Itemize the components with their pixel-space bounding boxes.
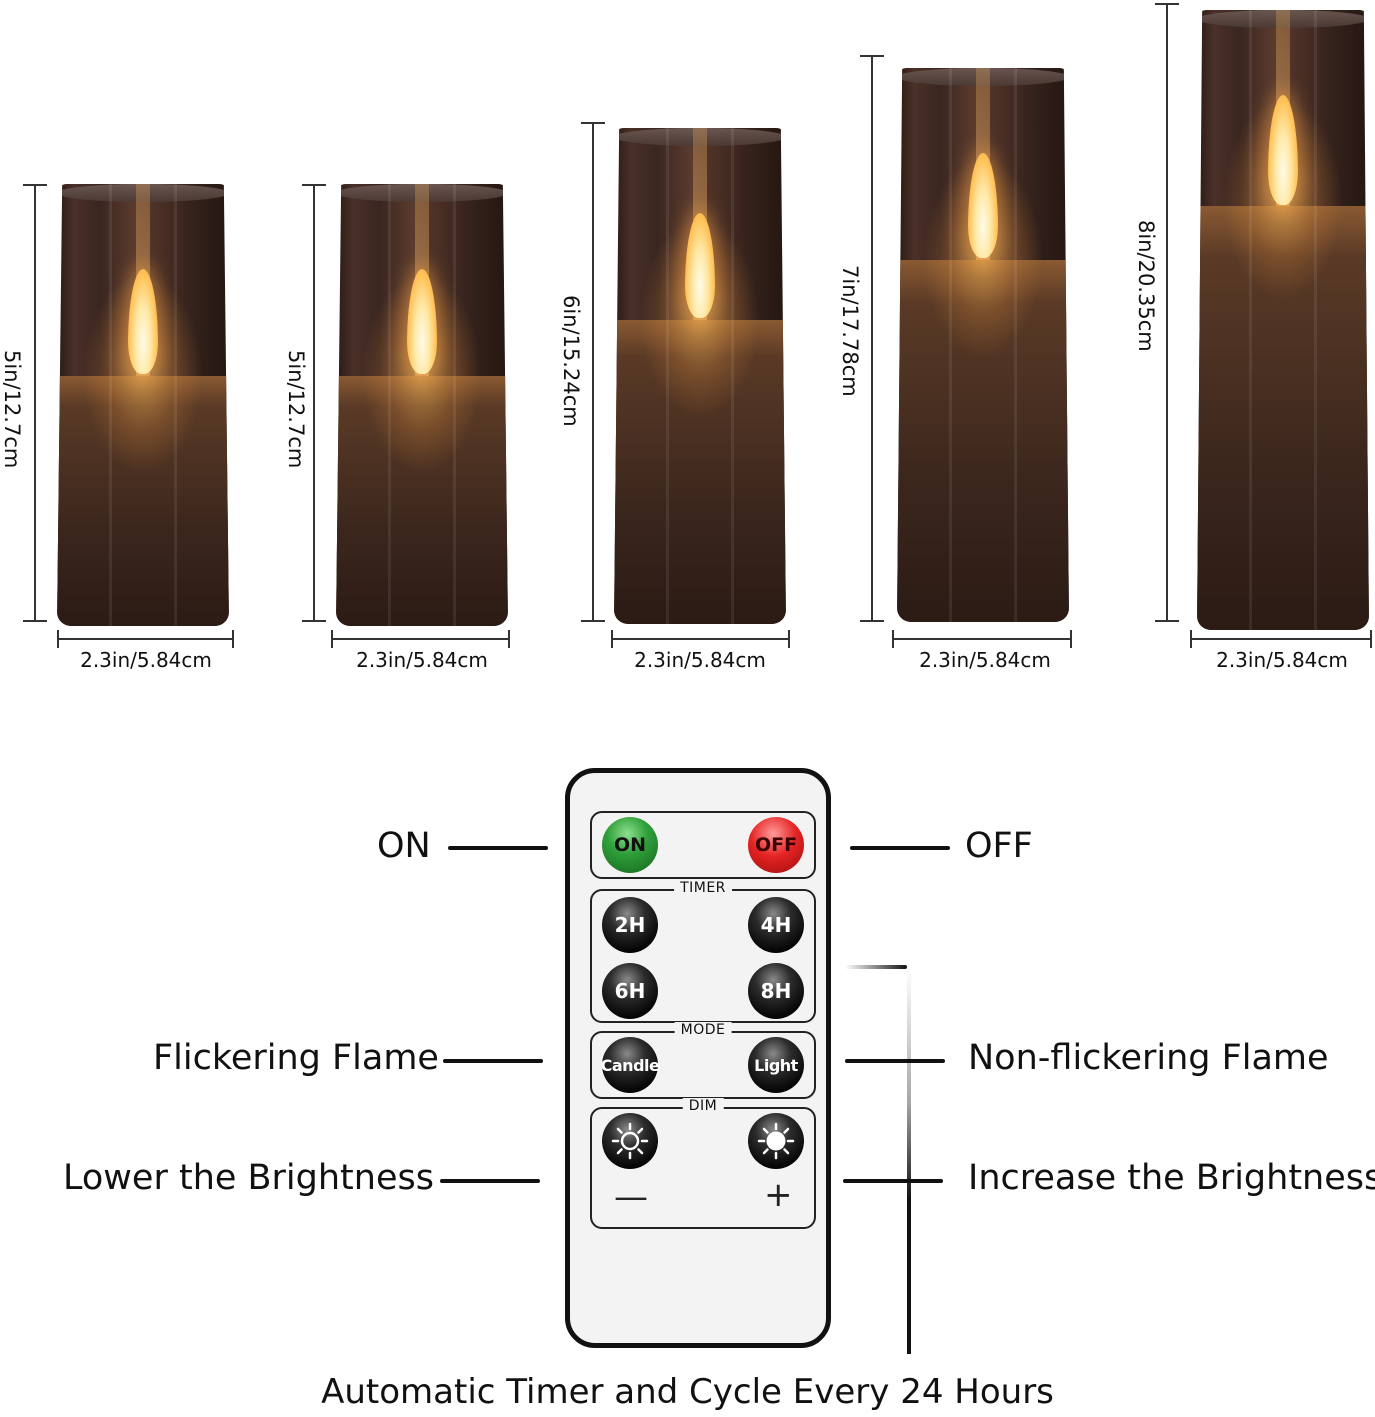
off-button[interactable]: OFF (748, 817, 804, 873)
footer-caption: Automatic Timer and Cycle Every 24 Hours (321, 1372, 1054, 1412)
dim-up-button[interactable] (748, 1113, 804, 1169)
candle-mode-label: Candle (600, 1055, 660, 1075)
width-dimension-line (892, 638, 1072, 640)
width-label: 2.3in/5.84cm (80, 648, 212, 672)
on-button[interactable]: ON (602, 817, 658, 873)
callout-non-flickering-line (845, 1059, 945, 1063)
callout-increase-brightness: Increase the Brightness (968, 1158, 1375, 1198)
width-label: 2.3in/5.84cm (1216, 648, 1348, 672)
timer-2h-label: 2H (614, 913, 646, 937)
plus-icon: + (764, 1175, 793, 1215)
width-label: 2.3in/5.84cm (919, 648, 1051, 672)
timer-4h-button[interactable]: 4H (748, 897, 804, 953)
height-label: 6in/15.24cm (559, 295, 583, 427)
height-label: 5in/12.7cm (284, 350, 308, 469)
width-dimension-cap (788, 630, 790, 648)
candle-jar (614, 128, 786, 624)
height-label: 8in/20.35cm (1134, 220, 1158, 352)
height-dimension-cap (23, 620, 47, 622)
off-button-label: OFF (754, 834, 798, 856)
sun-filled-icon (757, 1122, 795, 1160)
width-dimension-line (611, 638, 789, 640)
candle-jar (897, 68, 1069, 622)
light-mode-label: Light (754, 1055, 798, 1075)
timer-connector-line (845, 965, 907, 969)
callout-lower-line (440, 1179, 540, 1183)
dim-title: DIM (682, 1098, 724, 1114)
timer-8h-button[interactable]: 8H (748, 963, 804, 1019)
timer-group: TIMER 2H 4H 6H 8H (590, 880, 816, 1023)
callout-on: ON (377, 826, 431, 866)
height-dimension-cap (581, 620, 605, 622)
height-dimension-cap (302, 620, 326, 622)
height-dimension-line (313, 184, 315, 622)
candle-jar (1197, 10, 1369, 630)
width-label: 2.3in/5.84cm (356, 648, 488, 672)
height-dimension-line (871, 55, 873, 622)
timer-2h-button[interactable]: 2H (602, 897, 658, 953)
height-dimension-line (1166, 3, 1168, 622)
callout-off: OFF (965, 826, 1033, 866)
width-dimension-line (331, 638, 509, 640)
height-dimension-cap (860, 620, 884, 622)
width-label: 2.3in/5.84cm (634, 648, 766, 672)
height-dimension-line (34, 184, 36, 622)
width-dimension-cap (1070, 630, 1072, 648)
sun-outline-icon (611, 1122, 649, 1160)
callout-lower-brightness: Lower the Brightness (63, 1158, 434, 1198)
callout-off-line (850, 846, 950, 850)
timer-4h-label: 4H (760, 913, 792, 937)
timer-8h-label: 8H (760, 979, 792, 1003)
power-group: ON OFF (590, 811, 816, 879)
height-label: 7in/17.78cm (838, 265, 862, 397)
width-dimension-cap (232, 630, 234, 648)
on-button-label: ON (613, 834, 647, 856)
timer-title: TIMER (674, 880, 732, 896)
width-dimension-line (57, 638, 233, 640)
minus-icon: — (614, 1177, 648, 1217)
dim-group: DIM — (590, 1098, 816, 1229)
candle-jar (336, 184, 508, 626)
callout-non-flickering: Non-flickering Flame (968, 1038, 1329, 1078)
remote-control: ON OFF TIMER 2H 4H 6H 8H MODE Candle Lig… (565, 768, 831, 1348)
height-dimension-cap (1155, 620, 1179, 622)
candle-mode-button[interactable]: Candle (600, 1037, 660, 1093)
callout-on-line (448, 846, 548, 850)
timer-6h-button[interactable]: 6H (602, 963, 658, 1019)
height-dimension-line (592, 122, 594, 622)
callout-flickering-line (443, 1059, 543, 1063)
candle-jar (57, 184, 229, 626)
width-dimension-line (1190, 638, 1372, 640)
light-mode-button[interactable]: Light (748, 1037, 804, 1093)
width-dimension-cap (1370, 630, 1372, 648)
callout-increase-line (843, 1179, 943, 1183)
timer-6h-label: 6H (614, 979, 646, 1003)
width-dimension-cap (508, 630, 510, 648)
height-label: 5in/12.7cm (0, 350, 24, 469)
dim-down-button[interactable] (602, 1113, 658, 1169)
callout-flickering: Flickering Flame (153, 1038, 439, 1078)
mode-title: MODE (674, 1022, 732, 1038)
timer-connector-vertical (907, 968, 911, 1354)
mode-group: MODE Candle Light (590, 1022, 816, 1099)
